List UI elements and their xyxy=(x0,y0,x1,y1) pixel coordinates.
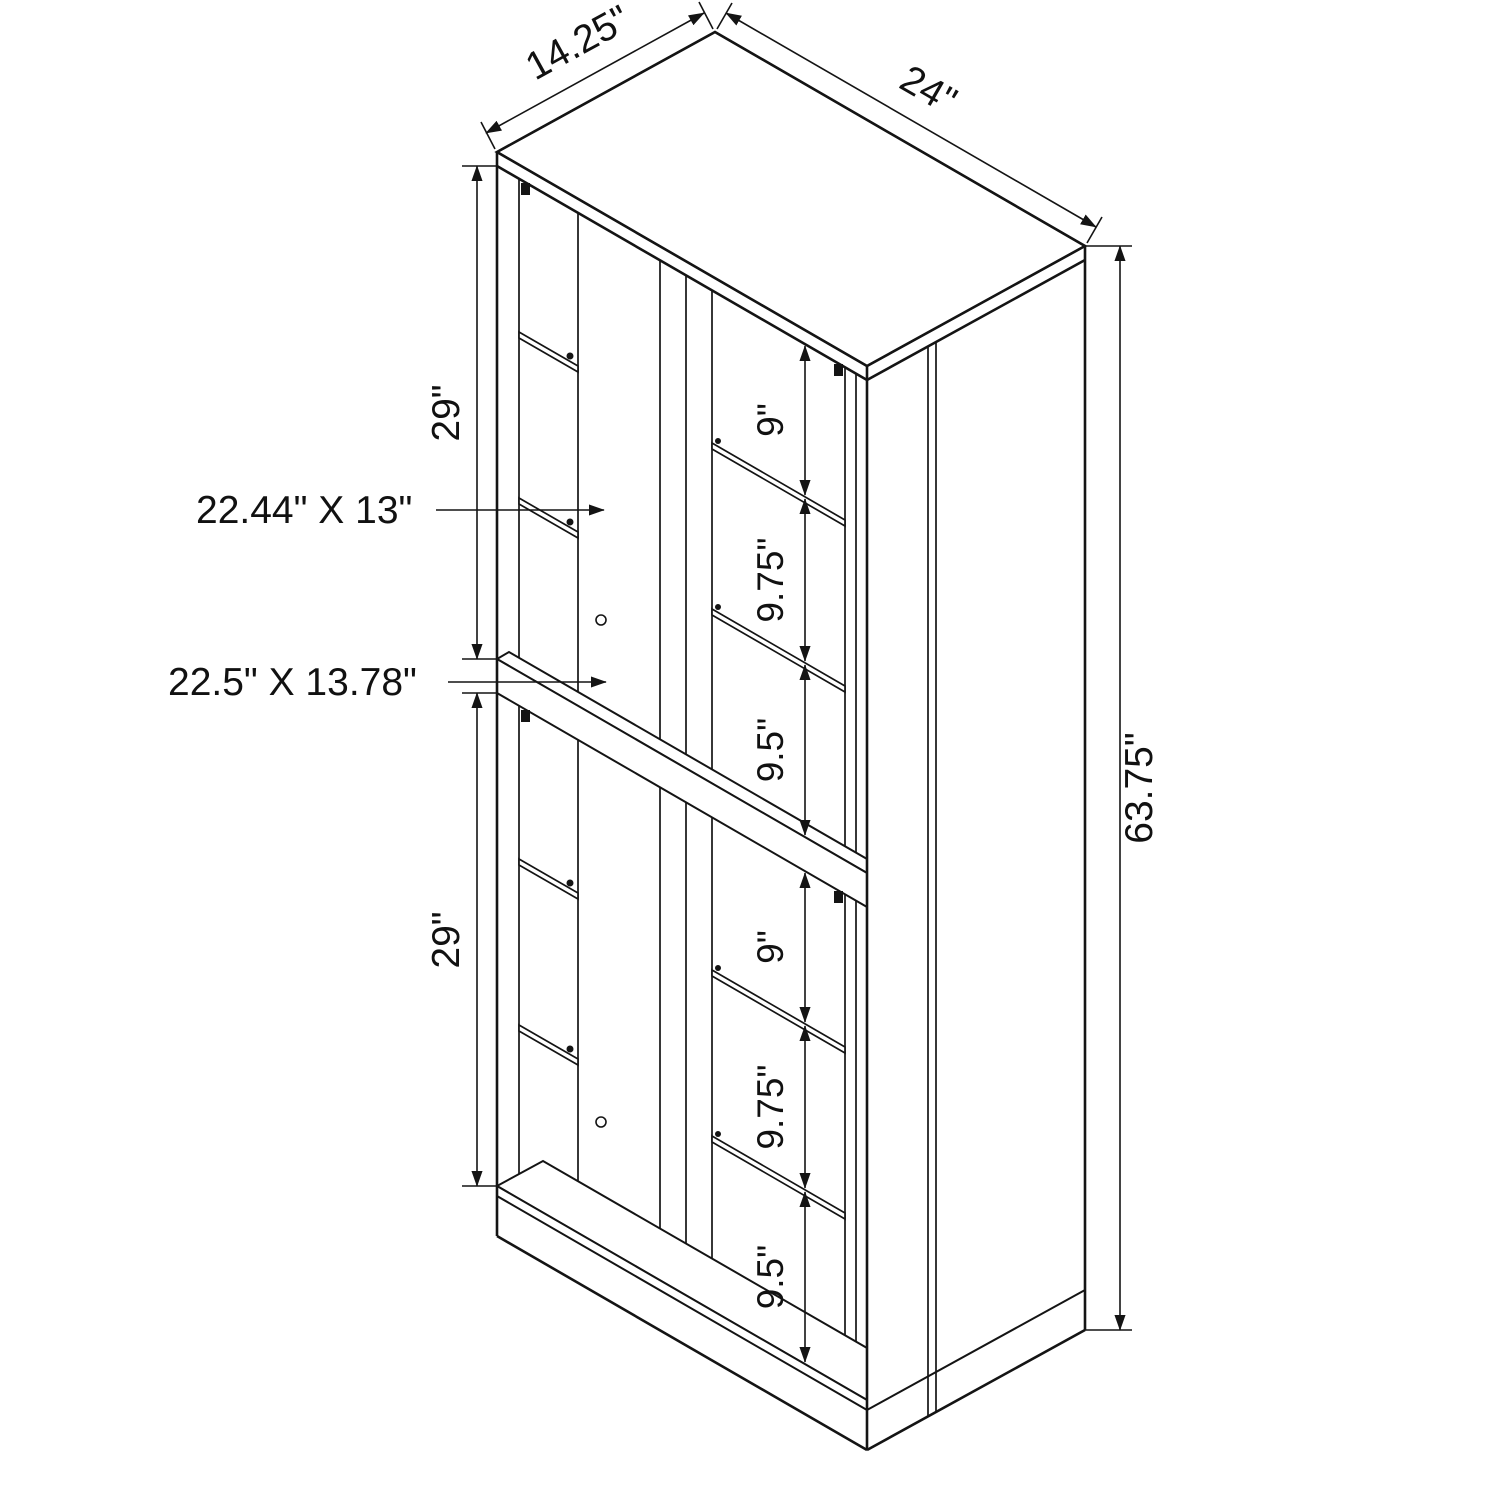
shelf-pin xyxy=(566,879,574,887)
right-face-panel xyxy=(867,260,1085,1450)
leader-upper-shelf-size: 22.44" X 13" xyxy=(196,489,605,532)
dim-upper-height-label: 29" xyxy=(425,384,468,441)
lower-gap-label-3: 9.5" xyxy=(750,1245,791,1310)
top-slab-front-edge xyxy=(496,164,868,382)
hinge-block xyxy=(521,183,530,195)
dim-top-depth-label: 14.25" xyxy=(519,0,637,89)
shelf-pin xyxy=(715,965,721,971)
dim-lower-height-label: 29" xyxy=(425,911,468,968)
shelf-pin xyxy=(715,604,721,610)
shelf-pin xyxy=(566,518,574,526)
extension-line xyxy=(698,1,714,30)
shelf-pin xyxy=(566,1045,574,1053)
dim-top-width-label: 24" xyxy=(893,57,964,123)
dim-total-height: 63.75" xyxy=(1085,245,1161,1331)
dim-chain-lower: 9" 9.75" 9.5" xyxy=(750,872,811,1363)
upper-gap-label-2: 9.75" xyxy=(750,537,791,622)
extension-line xyxy=(716,2,733,30)
glass-shelves-upper xyxy=(518,330,846,694)
dimension-line xyxy=(725,12,1097,228)
dim-total-height-label: 63.75" xyxy=(1118,732,1161,843)
dim-upper-height: 29" xyxy=(425,165,497,660)
extension-line xyxy=(1086,216,1103,244)
front-face-panel xyxy=(497,166,867,1450)
shelf-pins xyxy=(566,352,721,1137)
middle-shelf-size-label: 22.5" X 13.78" xyxy=(168,661,417,704)
hinge-block xyxy=(834,891,843,903)
shelf-pin xyxy=(715,1131,721,1137)
cam-lock xyxy=(595,614,607,626)
dim-lower-height: 29" xyxy=(425,692,497,1187)
upper-shelf-size-label: 22.44" X 13" xyxy=(196,489,412,532)
shelf-pin xyxy=(715,438,721,444)
dimension-line xyxy=(485,12,705,134)
shelf-slab xyxy=(518,330,579,374)
lower-gap-label-1: 9" xyxy=(750,930,791,964)
hinge-block xyxy=(521,710,530,722)
upper-gap-label-1: 9" xyxy=(750,403,791,437)
top-slab-right-edge xyxy=(866,258,1086,382)
base-seam-right-face xyxy=(866,1289,1086,1411)
door-hinges xyxy=(521,183,843,903)
bottom-right-edge xyxy=(866,1328,1086,1452)
cam-locks xyxy=(595,614,607,1128)
cam-lock xyxy=(595,1116,607,1128)
shelf-slab xyxy=(518,857,579,901)
lower-gap-label-2: 9.75" xyxy=(750,1064,791,1149)
shelf-pin xyxy=(566,352,574,360)
upper-gap-label-3: 9.5" xyxy=(750,718,791,783)
cabinet-body xyxy=(494,30,1088,1452)
extension-line xyxy=(480,121,496,150)
leader-middle-shelf-size: 22.5" X 13.78" xyxy=(168,661,607,704)
bottom-front-edge xyxy=(496,1234,868,1452)
dim-chain-upper: 9" 9.75" 9.5" xyxy=(750,345,811,836)
hinge-block xyxy=(834,364,843,376)
right-face-edge-lines xyxy=(927,342,937,1416)
glass-shelves-lower xyxy=(518,857,846,1221)
shelf-slab xyxy=(518,496,579,540)
outer-outline xyxy=(494,30,1088,1452)
shelf-slab xyxy=(518,1023,579,1067)
